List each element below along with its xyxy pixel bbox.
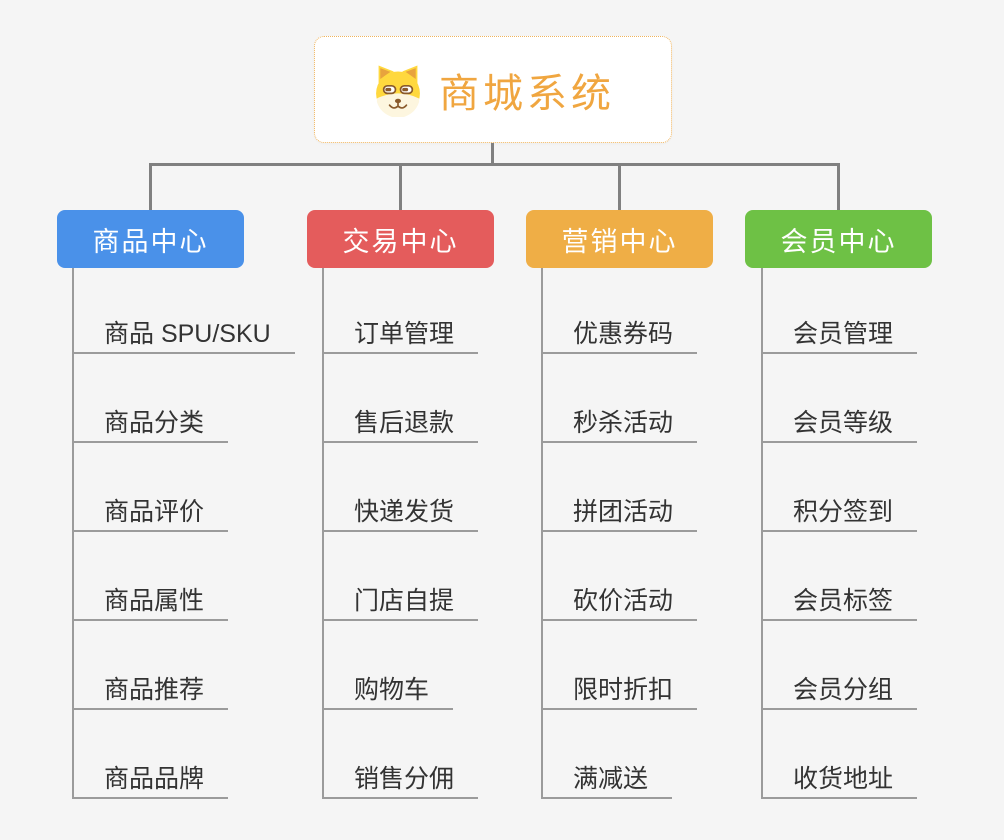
leaf-node[interactable]: 门店自提 bbox=[324, 583, 479, 621]
branch-node-members[interactable]: 会员中心 bbox=[745, 210, 932, 268]
drop-line-products bbox=[149, 163, 152, 210]
branch-column-marketing: 优惠券码 秒杀活动 拼团活动 砍价活动 限时折扣 满减送 bbox=[541, 268, 781, 799]
leaf-node[interactable]: 快递发货 bbox=[324, 494, 479, 532]
dog-face-icon bbox=[376, 65, 420, 117]
leaf-node[interactable]: 积分签到 bbox=[763, 494, 918, 532]
leaf-node[interactable]: 收货地址 bbox=[763, 761, 918, 799]
root-node[interactable]: 商城系统 bbox=[314, 36, 672, 143]
leaf-node[interactable]: 会员标签 bbox=[763, 583, 918, 621]
leaf-node[interactable]: 购物车 bbox=[324, 672, 454, 710]
leaf-node[interactable]: 秒杀活动 bbox=[543, 405, 698, 443]
leaf-node[interactable]: 商品分类 bbox=[74, 405, 229, 443]
leaf-node[interactable]: 商品推荐 bbox=[74, 672, 229, 710]
drop-line-members bbox=[837, 163, 840, 210]
leaf-node[interactable]: 优惠券码 bbox=[543, 316, 698, 354]
leaf-node[interactable]: 砍价活动 bbox=[543, 583, 698, 621]
branch-rail-line bbox=[149, 163, 840, 166]
leaf-node[interactable]: 会员等级 bbox=[763, 405, 918, 443]
leaf-node[interactable]: 售后退款 bbox=[324, 405, 479, 443]
leaf-node[interactable]: 商品属性 bbox=[74, 583, 229, 621]
leaf-node[interactable]: 限时折扣 bbox=[543, 672, 698, 710]
leaf-node[interactable]: 商品评价 bbox=[74, 494, 229, 532]
branch-node-trade[interactable]: 交易中心 bbox=[307, 210, 494, 268]
branch-node-marketing[interactable]: 营销中心 bbox=[526, 210, 713, 268]
root-title: 商城系统 bbox=[439, 71, 615, 116]
root-stem-line bbox=[491, 143, 494, 165]
leaf-node[interactable]: 拼团活动 bbox=[543, 494, 698, 532]
leaf-node[interactable]: 销售分佣 bbox=[324, 761, 479, 799]
leaf-node[interactable]: 商品品牌 bbox=[74, 761, 229, 799]
drop-line-marketing bbox=[618, 163, 621, 210]
leaf-node[interactable]: 会员分组 bbox=[763, 672, 918, 710]
drop-line-trade bbox=[399, 163, 402, 210]
branch-column-products: 商品 SPU/SKU 商品分类 商品评价 商品属性 商品推荐 商品品牌 bbox=[72, 268, 312, 799]
leaf-node[interactable]: 满减送 bbox=[543, 761, 673, 799]
leaf-node[interactable]: 会员管理 bbox=[763, 316, 918, 354]
branch-node-products[interactable]: 商品中心 bbox=[57, 210, 244, 268]
branch-column-trade: 订单管理 售后退款 快递发货 门店自提 购物车 销售分佣 bbox=[322, 268, 562, 799]
branch-column-members: 会员管理 会员等级 积分签到 会员标签 会员分组 收货地址 bbox=[761, 268, 1001, 799]
leaf-node[interactable]: 商品 SPU/SKU bbox=[74, 316, 295, 354]
leaf-node[interactable]: 订单管理 bbox=[324, 316, 479, 354]
